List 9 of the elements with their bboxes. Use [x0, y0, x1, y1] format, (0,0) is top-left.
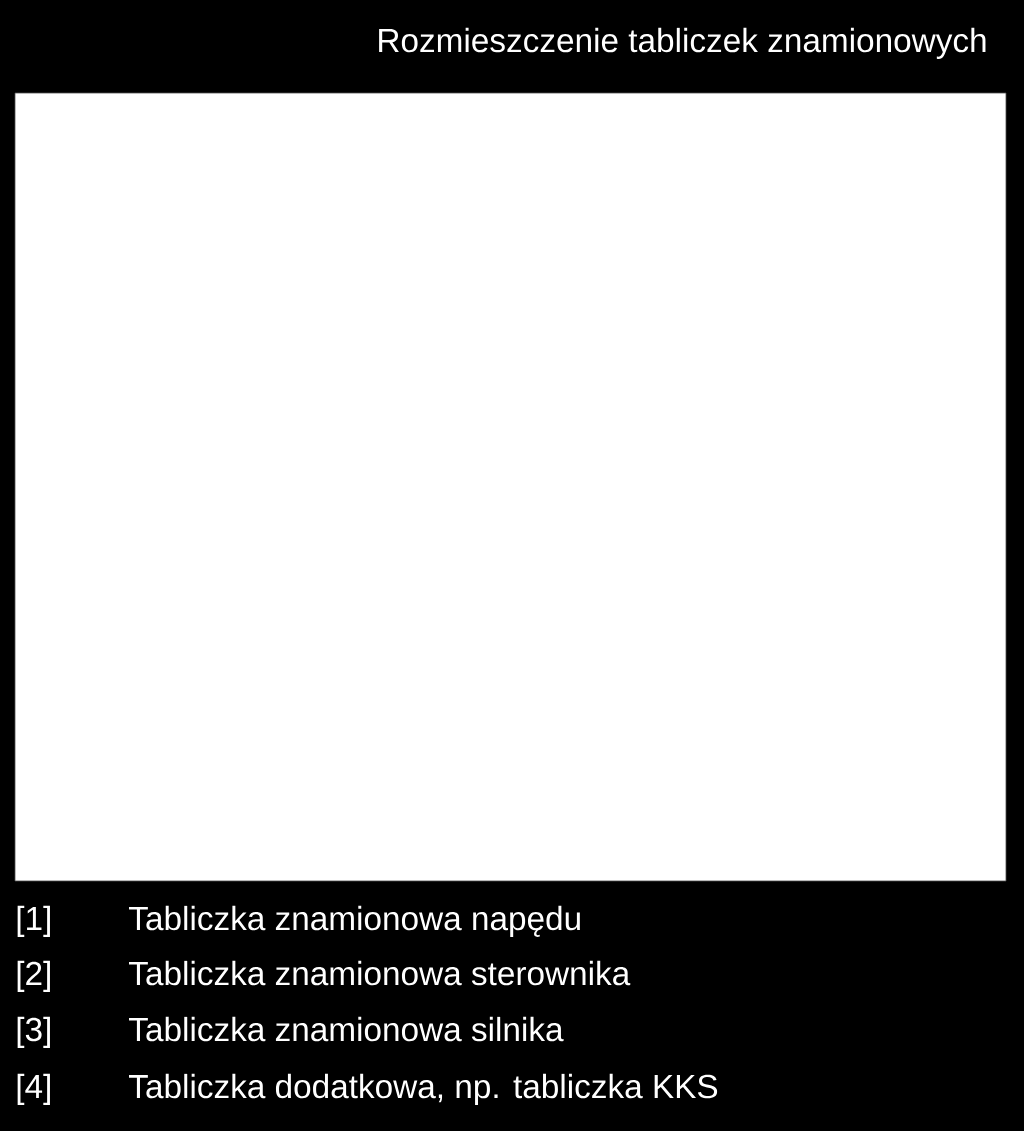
legend-text: Tabliczka dodatkowa, np. tabliczka KKS: [129, 1073, 718, 1105]
callout-number: [2]: [17, 960, 50, 992]
legend-text: Tabliczka znamionowa napędu: [129, 905, 580, 937]
title: Rozmieszczenie tabliczek znamionowych: [379, 27, 986, 59]
legend-text: Tabliczka znamionowa sterownika: [129, 960, 631, 986]
callout-number: [1]: [17, 905, 50, 937]
callout-number: [4]: [17, 1073, 50, 1105]
callout-number: [3]: [17, 1016, 50, 1048]
legend-text: Tabliczka znamionowa silnika: [129, 1016, 564, 1042]
